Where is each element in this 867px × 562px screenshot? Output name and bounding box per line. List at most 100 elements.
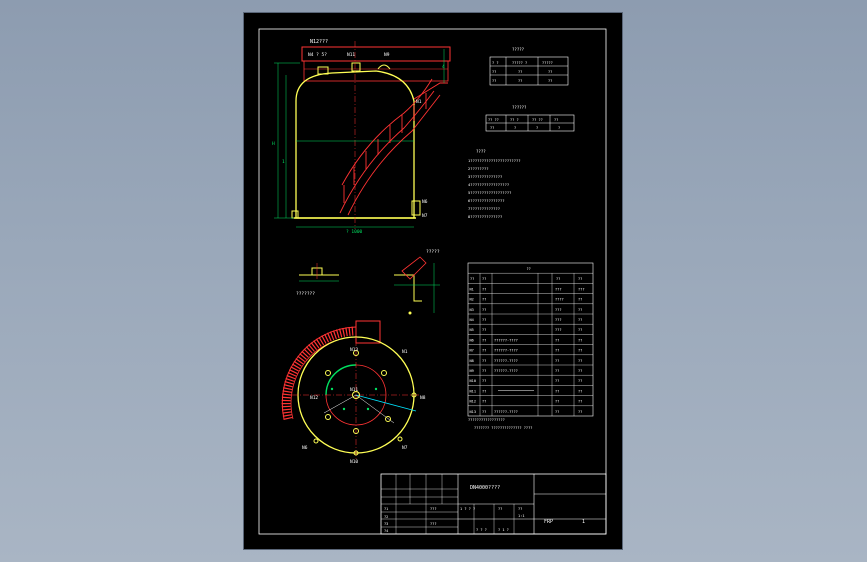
nozzle-table-cell: ?? [482, 369, 486, 373]
detail-left: ??????? [296, 263, 339, 297]
nozzle-table-cell: ?? [555, 369, 559, 373]
radial-line [355, 394, 395, 424]
note-line: 2???????? [468, 166, 489, 171]
inner-arc [325, 364, 357, 396]
nozzle-table-cell: ??? [555, 318, 562, 322]
spec-cell: ?? [492, 70, 496, 74]
title-count: ? 1 ? [498, 528, 509, 532]
side-nozzle [411, 200, 421, 216]
cad-drawing: N12??? N4 ? 5? N11 N9 H 1 4 N1 N6 N7 ? 1… [258, 28, 607, 535]
note-line: 4????????????????? [468, 182, 509, 187]
title-mid-cell: ?? [498, 507, 502, 511]
nozzle-table-note-2: ??????? ?????????????? ???? [474, 426, 532, 430]
nozzle-table-cell: N9 [470, 369, 474, 373]
title-mid-cell: ? ? ? [476, 528, 487, 532]
plan-label-n8: N8 [420, 395, 426, 401]
title-mid-cell: 1 ? ? ? [460, 507, 475, 511]
note-line: 5?????????????????? [468, 190, 511, 195]
drawing-title: DN4000???? [470, 485, 500, 491]
spec-cell: ? [558, 126, 560, 130]
plan-label-n13: N13 [350, 347, 358, 353]
roof-vent [377, 64, 391, 70]
plan-label-n6: N6 [302, 445, 308, 451]
detail-right-caption: ????? [426, 249, 440, 255]
roof-nozzle [317, 66, 329, 75]
nozzle-table-cell: ?? [578, 410, 582, 414]
nozzle-table-cell: ?? [578, 338, 582, 342]
nozzle-label-n6: N6 [422, 199, 428, 205]
nozzle-table-cell: ??????-???? [494, 338, 518, 342]
spec-table-top-title: ????? [512, 47, 525, 52]
technical-notes: ???? 1?????????????????????? 2???????? 3… [468, 149, 521, 219]
nozzle-table-cell: ?? [578, 298, 582, 302]
nozzle-table-cell: ??? [555, 287, 562, 291]
nozzle-table-cell: ?? [578, 328, 582, 332]
spec-cell: ?? [518, 79, 522, 83]
nozzle-table-cell: N3 [470, 308, 474, 312]
plan-nozzles [313, 350, 417, 456]
nozzle-table-header: ?? [470, 277, 474, 281]
title-row-code: ?1 [384, 507, 388, 511]
radial-line [355, 394, 417, 412]
nozzle-table-cell: ??????-???? [494, 359, 518, 363]
title-row-code: ?3 [384, 522, 388, 526]
spec-table-mid-title: ?????? [512, 105, 527, 110]
nozzle-table-cell: ?? [482, 287, 486, 291]
roof-nozzle [351, 62, 361, 72]
note-line: 6??????????????? [468, 198, 505, 203]
note-line: 3?????????????? [468, 174, 502, 179]
tank-plan-view: N13 N11 N12 N1 N6 N7 N8 N10 [281, 320, 426, 465]
nozzle-table-note-1: ????????????????? [468, 418, 505, 422]
spec-cell: ?? [548, 70, 552, 74]
note-line: 1?????????????????????? [468, 158, 521, 163]
nozzle-table: ??????????N1????????N2????????N3???????N… [467, 262, 594, 417]
title-mid-cell: ?? [518, 507, 522, 511]
nozzle-table-cell: ?? [482, 379, 486, 383]
plan-label-n7: N7 [402, 445, 408, 451]
left-dimensions [274, 49, 445, 228]
nozzle-table-header: ?? [482, 277, 486, 281]
nozzle-table-cell: ?? [482, 359, 486, 363]
spec-cell: ?? [490, 126, 494, 130]
nozzle-table-cell: ?? [555, 410, 559, 414]
spec-cell: ? [536, 126, 538, 130]
spec-cell: ?? [492, 79, 496, 83]
spec-cell: ?? ?? [488, 118, 499, 122]
nozzle-table-cell: ?? [555, 389, 559, 393]
nozzle-table-cell: N4 [470, 318, 474, 322]
nozzle-table-cell: ?? [555, 359, 559, 363]
nozzle-table-cell: N12 [470, 400, 477, 404]
nozzle-table-cell: ?? [555, 349, 559, 353]
nozzle-table-cell: N1 [470, 287, 474, 291]
nozzle-table-cell: ?? [555, 400, 559, 404]
dim-label-4: 4 [442, 64, 445, 70]
nozzle-table-cell: ?? [482, 308, 486, 312]
title-weight: ??? [430, 522, 437, 526]
title-mid-cell: ??? [430, 507, 437, 511]
nozzle-table-cell: ?? [482, 338, 486, 342]
nozzle-label-n7: N7 [422, 213, 428, 219]
drawing-sheet: N12??? N4 ? 5? N11 N9 H 1 4 N1 N6 N7 ? 1… [244, 13, 622, 549]
nozzle-table-cell: ??????-???? [494, 349, 518, 353]
spec-cell: ? ? [492, 61, 499, 65]
nozzle-table-cell: ?? [578, 318, 582, 322]
nozzle-table-cell: ?? [482, 389, 486, 393]
plan-label-n11: N11 [350, 387, 358, 393]
nozzle-table-cell: ???? [555, 298, 564, 302]
title-row-code: ?4 [384, 529, 388, 533]
stair-outer-rail [281, 326, 357, 420]
nozzle-table-cell: ?? [578, 400, 582, 404]
nozzle-table-cell: ?? [578, 349, 582, 353]
nozzle-label-n1: N1 [416, 99, 422, 105]
spec-cell: ?? ?? [532, 118, 543, 122]
note-line: 7????????????? [468, 206, 500, 211]
roof-label-1: N4 ? 5? [308, 52, 327, 58]
nozzle-table-cell: ?? [482, 328, 486, 332]
spec-table-mid: ?????? ?? ?? ?? ? ?? ?? ?? ?? ? ? ? [485, 105, 575, 132]
nozzle-table-cell: ??? [578, 287, 585, 291]
roof-structure [303, 60, 449, 82]
spiral-stair [339, 78, 448, 216]
note-line: 8?????????????? [468, 214, 502, 219]
spec-cell: ????? ? [512, 61, 527, 65]
nozzle-table-header: ?? [556, 277, 560, 281]
